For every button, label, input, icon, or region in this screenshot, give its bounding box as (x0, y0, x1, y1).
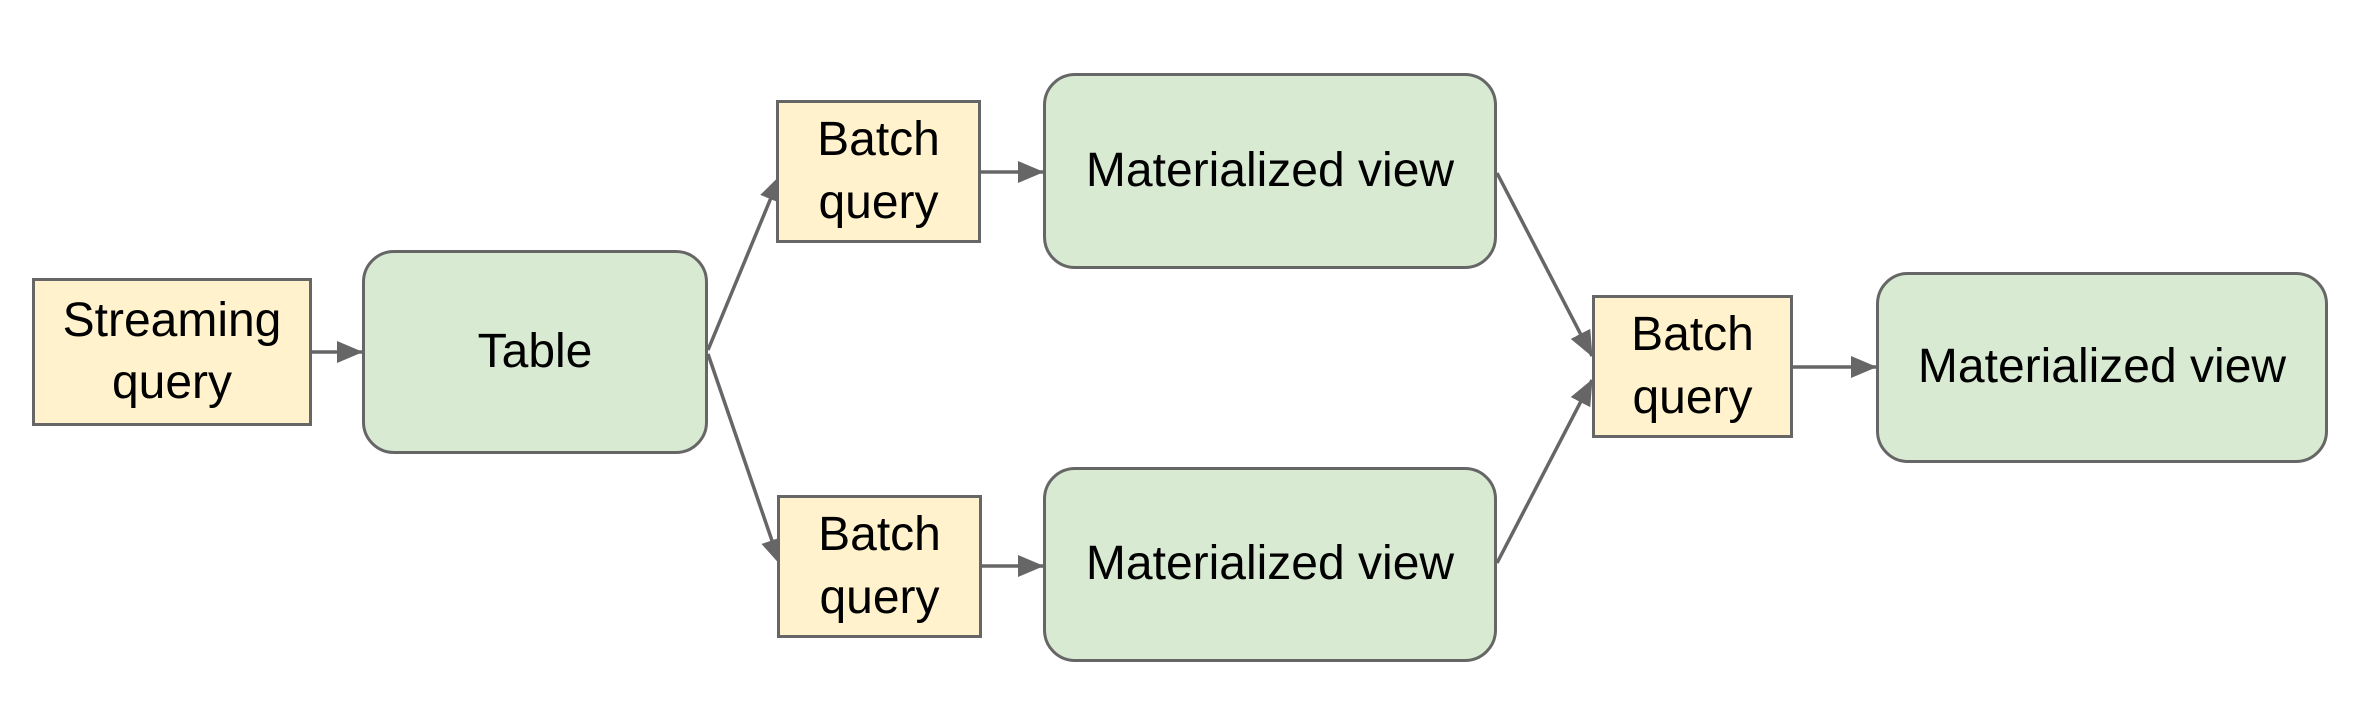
node-batch-query-top: Batch query (776, 100, 981, 243)
node-label: Batch query (1631, 308, 1754, 424)
node-label: Materialized view (1917, 340, 2287, 394)
connector-materialized-view-top-to-batch-query-right (1495, 172, 1594, 357)
node-materialized-view-bottom: Materialized view (1043, 467, 1497, 662)
node-materialized-view-top: Materialized view (1043, 73, 1497, 269)
connector-materialized-view-bottom-to-batch-query-right (1495, 379, 1594, 564)
node-label: Streaming query (62, 293, 282, 409)
node-label: Materialized view (1085, 537, 1455, 591)
node-table: Table (362, 250, 708, 454)
node-batch-query-right: Batch query (1592, 295, 1793, 438)
node-label: Batch query (818, 508, 941, 624)
node-streaming-query: Streaming query (32, 278, 312, 426)
node-materialized-view-right: Materialized view (1876, 272, 2328, 463)
node-label: Batch query (817, 113, 940, 229)
connector-table-to-batch-query-top (706, 175, 782, 351)
node-batch-query-bottom: Batch query (777, 495, 982, 638)
node-label: Materialized view (1085, 143, 1455, 197)
node-label: Table (477, 324, 593, 378)
connector-table-to-batch-query-bottom (706, 353, 783, 565)
